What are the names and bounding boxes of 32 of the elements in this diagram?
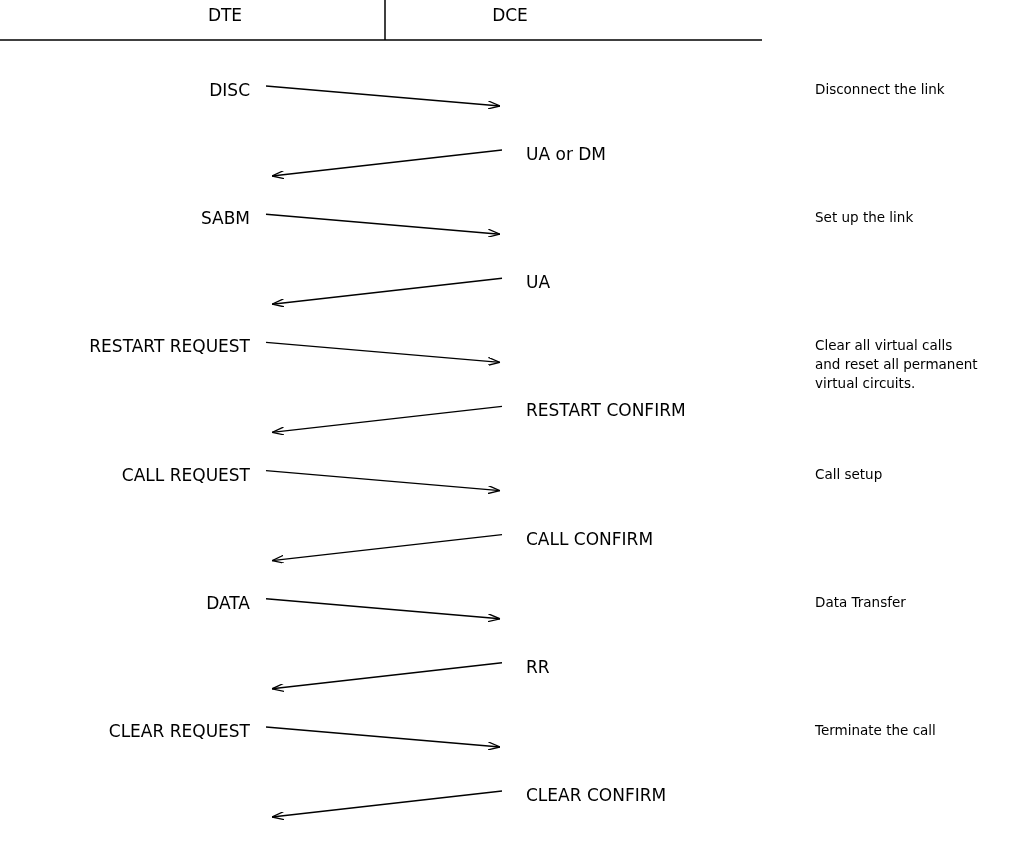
description-note: Call setup xyxy=(815,465,884,484)
message-label: RESTART REQUEST xyxy=(89,335,266,358)
message-label: CALL CONFIRM xyxy=(502,527,654,550)
description-note: Clear all virtual calls and reset all permanent virtual circuits. xyxy=(815,336,979,393)
arrow xyxy=(271,277,503,308)
arrow xyxy=(265,726,501,751)
arrow xyxy=(271,790,503,821)
column-header: DTE xyxy=(206,4,244,26)
message-label: UA xyxy=(502,271,551,294)
message-label: CALL REQUEST xyxy=(121,463,266,486)
message-label: DATA xyxy=(206,591,266,614)
description-note: Data Transfer xyxy=(815,593,907,612)
message-label: RESTART CONFIRM xyxy=(502,399,686,422)
description-note: Set up the link xyxy=(815,208,915,227)
message-label: RR xyxy=(502,655,550,678)
message-label: CLEAR REQUEST xyxy=(108,720,266,742)
message-label: UA or DM xyxy=(502,143,607,165)
arrow xyxy=(265,85,501,110)
message-label: DISC xyxy=(209,79,266,101)
message-label: SABM xyxy=(200,207,266,230)
arrow xyxy=(265,341,501,366)
arrow xyxy=(265,598,501,623)
arrow xyxy=(271,533,503,564)
arrow xyxy=(271,149,503,180)
arrow xyxy=(265,213,501,238)
description-note: Disconnect the link xyxy=(815,80,946,99)
arrow xyxy=(271,405,503,436)
message-label: CLEAR CONFIRM xyxy=(502,784,667,806)
arrow xyxy=(271,662,503,693)
column-header: DCE xyxy=(491,4,529,26)
arrow xyxy=(265,469,501,495)
description-note: Terminate the call xyxy=(815,721,937,740)
